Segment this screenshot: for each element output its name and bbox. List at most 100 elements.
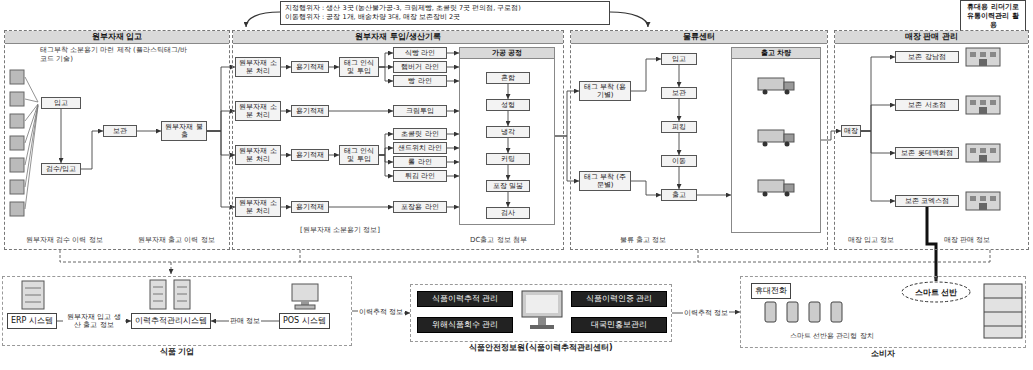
note-label: 스마트 선반용 관리형 장치 [790, 332, 874, 341]
flow-arrow [861, 57, 895, 131]
computer-icon [522, 291, 562, 329]
process-box: 입고 [661, 53, 697, 65]
group-title: 소비자 [741, 349, 1025, 359]
flow-arrow [447, 111, 459, 112]
agency-group: 식품안전정보원(식품이력추적관리센터)식품이력추적 관리식품이력인증 관리위해식… [410, 284, 672, 342]
flow-arrow [281, 111, 291, 112]
service-box: 대국민홍보관리 [571, 317, 667, 333]
flow-arrow [207, 67, 235, 131]
node-label: 용기적재 [294, 151, 326, 159]
company-group: 식품 기업ERP 시스템이력추적관리시스템POS 시스템 [2, 276, 352, 346]
node-label: 롤 라인 [396, 158, 444, 166]
node-label: 보존 강남점 [898, 53, 956, 61]
process-box: 원부자재 소분 처리 [235, 145, 281, 165]
note-label: 원부자재 검수 이력 정보 [26, 236, 103, 245]
process-box: 이동 [661, 155, 697, 167]
line-box: 빵 라인 [393, 75, 447, 87]
store-building [966, 192, 1000, 210]
node-label: 포장용 라인 [396, 203, 444, 211]
flow-arrow [61, 109, 62, 163]
system-box: ERP 시스템 [7, 313, 57, 329]
process-box: 원부자재 소분 처리 [235, 101, 281, 121]
flow-arrow [447, 162, 459, 163]
device-box: 휴대전화 [751, 283, 791, 299]
node-label: 휴대전화 [755, 286, 787, 296]
note-label: 원부자재 출고 이력 정보 [138, 236, 215, 245]
store-box: 보존 코엑스점 [895, 195, 959, 207]
node-label: 식품이력인증 관리 [574, 294, 664, 304]
process-box: 보관 [661, 87, 697, 99]
line-box: 튀김 라인 [393, 170, 447, 182]
node-label: 위해식품회수 관리 [420, 320, 510, 330]
group-title: 식품안전정보원(식품이력추적관리센터) [411, 343, 671, 353]
truck-icon [758, 78, 794, 95]
node-label: 보존 서초점 [898, 101, 956, 109]
group-title: 가공 공정 [460, 48, 554, 59]
line-box: 크림투입 [393, 105, 447, 117]
stage-section: 원부자재 투입/생산기록원부자재 소분 처리용기적재태그 인식 및 투입식빵 라… [232, 30, 564, 250]
group-title: 물류센터 [571, 31, 827, 44]
flow-arrow [508, 165, 509, 180]
flow-arrow [555, 91, 579, 136]
group-title: 식품 기업 [3, 347, 351, 357]
node-label: 검사 [489, 209, 527, 217]
flow-arrow [679, 167, 680, 189]
node-label: 검수/입고 [44, 165, 78, 173]
stage-section: 매장 판매 관리매장 보존 강남점보존 서초점보존 롯데백화점보존 코엑스점 [834, 30, 1029, 250]
edge-label: 이력추적 정보 [683, 309, 729, 317]
store-box: 보존 롯데백화점 [895, 147, 959, 159]
flow-arrow [508, 138, 509, 153]
step-box: 냉각 [486, 126, 530, 138]
flow-arrow [861, 131, 895, 201]
line-box: 포장용 라인 [393, 201, 447, 213]
node-label: POS 시스템 [283, 316, 326, 326]
group-title: 원부자재 입고 [5, 31, 229, 44]
note-label: [원부자재 소분용기 정보] [300, 226, 380, 235]
vehicle-group: 출고 차량 [731, 47, 821, 233]
line-box: 초콜릿 라인 [393, 128, 447, 140]
stage-section: 물류센터태그 부착 (용기별)태그 부착 (주문별)입고보관피킹이동출고출고 차… [570, 30, 828, 250]
note-label: 매장 입고 정보 [848, 236, 894, 245]
node-label: 보관 [106, 127, 134, 135]
group-title: 출고 차량 [732, 48, 820, 59]
node-label: 보존 코엑스점 [898, 197, 956, 205]
system-box: POS 시스템 [279, 313, 330, 329]
node-label: 튀김 라인 [396, 172, 444, 180]
node-label: 냉각 [489, 128, 527, 136]
flow-arrow [631, 59, 661, 91]
flow-arrow [81, 131, 103, 169]
flow-arrow [379, 53, 393, 67]
flow-arrow [447, 207, 459, 208]
actor-note: 지정행위자 : 생산 3곳 (농산물가공-3, 크림제빵, 초콜릿 7곳 편의점… [280, 1, 610, 25]
truck-icon [758, 180, 794, 197]
node-label: 이동 [664, 157, 694, 165]
node-label: 식품이력추적 관리 [420, 294, 510, 304]
node-label: 이력추적관리시스템 [135, 316, 207, 326]
group-title: 매장 판매 관리 [835, 31, 1028, 44]
process-box: 매장 [841, 125, 861, 137]
flow-arrow [697, 195, 731, 196]
node-label: 입고 [664, 55, 694, 63]
node-label: 용기적재 [294, 107, 326, 115]
node-label: 혼합 [489, 74, 527, 82]
service-box: 위해식품회수 관리 [417, 317, 513, 333]
server-icon [150, 280, 190, 309]
flow-arrow [379, 148, 393, 155]
flow-arrow [447, 134, 459, 135]
store-building [966, 144, 1000, 162]
store-building [966, 96, 1000, 114]
process-box: 용기적재 [291, 105, 329, 117]
node-label: 태그 부착 (용기별) [582, 83, 628, 99]
flow-arrow [379, 134, 393, 155]
flow-arrow [281, 155, 291, 156]
node-label: 태그 인식 및 투입 [342, 59, 376, 75]
process-box: 출고 [661, 189, 697, 201]
flow-arrow [447, 148, 459, 149]
process-box: 용기적재 [291, 149, 329, 161]
shelf-ellipse: 스마트 선반 [901, 281, 971, 303]
node-label: ERP 시스템 [11, 316, 53, 326]
phone-icons [765, 302, 842, 322]
node-label: 보존 롯데백화점 [898, 149, 956, 157]
flow-arrow [861, 131, 895, 153]
